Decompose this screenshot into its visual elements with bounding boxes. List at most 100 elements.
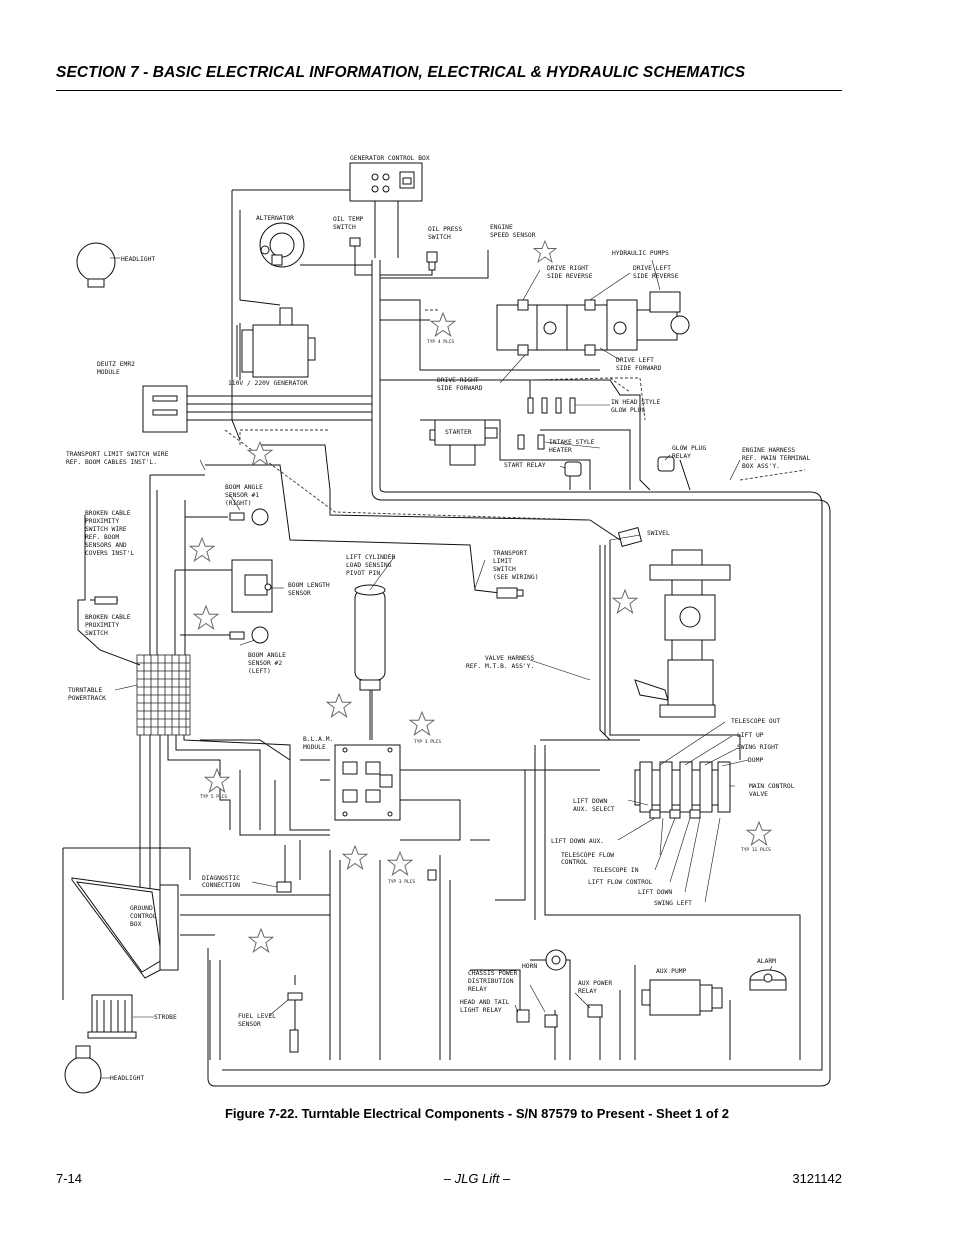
- label-head-tail-relay-2: LIGHT RELAY: [460, 1007, 502, 1014]
- label-transport-limit-2: LIMIT: [493, 558, 512, 565]
- label-head-tail-relay-1: HEAD AND TAIL: [460, 999, 509, 1006]
- label-ground-control-2: CONTROL: [130, 913, 157, 920]
- label-telescope-flow-1: TELESCOPE FLOW: [561, 852, 614, 859]
- label-drive-left-side-reverse-2: SIDE REVERSE: [633, 273, 679, 280]
- label-boom-angle-1-a: BOOM ANGLE: [225, 484, 263, 491]
- label-telescope-in: TELESCOPE IN: [593, 867, 639, 874]
- label-glow-plug-relay-2: RELAY: [672, 453, 691, 460]
- label-headlight-bottom: HEADLIGHT: [110, 1075, 144, 1082]
- label-transport-limit-1: TRANSPORT: [493, 550, 527, 557]
- label-swing-right: SWING RIGHT: [737, 744, 779, 751]
- label-swivel: SWIVEL: [647, 530, 670, 537]
- label-typ-11-plcs: TYP 11 PLCS: [741, 847, 771, 853]
- label-typ-3-plcs-b: TYP 3 PLCS: [388, 879, 415, 885]
- label-broken-cable-wire-1: BROKEN CABLE: [85, 510, 131, 517]
- label-turntable-powertrack-1: TURNTABLE: [68, 687, 102, 694]
- label-lift-up: LIFT UP: [737, 732, 764, 739]
- label-intake-style-heater-2: HEATER: [549, 447, 572, 454]
- label-generator-110-220: 110V / 220V GENERATOR: [228, 380, 308, 387]
- label-lift-down-aux-select-1: LIFT DOWN: [573, 798, 607, 805]
- label-lift-down: LIFT DOWN: [638, 889, 672, 896]
- label-in-head-style-2: GLOW PLUG: [611, 407, 645, 414]
- label-dump: DUMP: [748, 757, 763, 764]
- section-title: SECTION 7 - BASIC ELECTRICAL INFORMATION…: [56, 64, 746, 81]
- label-typ-3-plcs-a: TYP 3 PLCS: [414, 739, 441, 745]
- label-transport-limit-wire-1: TRANSPORT LIMIT SWITCH WIRE: [66, 451, 169, 458]
- label-boom-angle-2-c: (LEFT): [248, 668, 271, 675]
- label-engine-harness-3: BOX ASS'Y.: [742, 463, 780, 470]
- label-lift-flow-control: LIFT FLOW CONTROL: [588, 879, 653, 886]
- label-boom-angle-2-b: SENSOR #2: [248, 660, 282, 667]
- label-broken-cable-switch-1: BROKEN CABLE: [85, 614, 131, 621]
- label-fuel-level-1: FUEL LEVEL: [238, 1013, 276, 1020]
- label-alternator: ALTERNATOR: [256, 215, 294, 222]
- label-boom-length-2: SENSOR: [288, 590, 311, 597]
- label-lift-cylinder-1: LIFT CYLINDER: [346, 554, 395, 561]
- label-broken-cable-wire-5: SENSORS AND: [85, 542, 127, 549]
- label-hydraulic-pumps: HYDRAULIC PUMPS: [612, 250, 669, 257]
- label-boom-angle-1-b: SENSOR #1: [225, 492, 259, 499]
- label-drive-left-side-forward-2: SIDE FORWARD: [616, 365, 662, 372]
- label-typ-5-plcs: TYP 5 PLCS: [200, 794, 227, 800]
- label-boom-angle-1-c: (RIGHT): [225, 500, 252, 507]
- header-divider: [56, 90, 842, 91]
- label-drive-right-side-forward-2: SIDE FORWARD: [437, 385, 483, 392]
- label-chassis-power-1: CHASSIS POWER: [468, 970, 517, 977]
- label-deutz-emr2-1: DEUTZ EMR2: [97, 361, 135, 368]
- label-alarm: ALARM: [757, 958, 776, 965]
- label-fuel-level-2: SENSOR: [238, 1021, 261, 1028]
- label-aux-pump: AUX PUMP: [656, 968, 687, 975]
- label-broken-cable-wire-4: REF. BOOM: [85, 534, 119, 541]
- label-drive-right-side-reverse-2: SIDE REVERSE: [547, 273, 593, 280]
- label-oil-press-switch-1: OIL PRESS: [428, 226, 462, 233]
- label-typ-4-plcs: TYP 4 PLCS: [427, 339, 454, 345]
- label-valve-harness-2: REF. M.T.B. ASS'Y.: [466, 663, 534, 670]
- label-transport-limit-3: SWITCH: [493, 566, 516, 573]
- label-engine-speed-sensor-2: SPEED SENSOR: [490, 232, 536, 239]
- label-telescope-flow-2: CONTROL: [561, 859, 588, 866]
- label-in-head-style-1: IN HEAD STYLE: [611, 399, 660, 406]
- label-oil-temp-switch-2: SWITCH: [333, 224, 356, 231]
- label-swing-left: SWING LEFT: [654, 900, 692, 907]
- label-diagnostic-1: DIAGNOSTIC: [202, 875, 240, 882]
- label-drive-right-side-forward-1: DRIVE RIGHT: [437, 377, 479, 384]
- label-horn: HORN: [522, 963, 537, 970]
- document-number: 3121142: [792, 1171, 842, 1186]
- label-blam-1: B.L.A.M.: [303, 736, 333, 743]
- label-drive-left-side-reverse-1: DRIVE LEFT: [633, 265, 671, 272]
- footer-center-text: – JLG Lift –: [443, 1171, 511, 1186]
- label-transport-limit-4: (SEE WIRING): [493, 574, 539, 581]
- label-boom-angle-2-a: BOOM ANGLE: [248, 652, 286, 659]
- label-aux-power-relay-1: AUX POWER: [578, 980, 612, 987]
- label-broken-cable-wire-3: SWITCH WIRE: [85, 526, 127, 533]
- label-broken-cable-wire-2: PROXIMITY: [85, 518, 119, 525]
- page-number: 7-14: [56, 1171, 83, 1186]
- label-lift-down-aux-select-2: AUX. SELECT: [573, 806, 615, 813]
- label-broken-cable-wire-6: COVERS INST'L: [85, 550, 134, 557]
- label-glow-plug-relay-1: GLOW PLUG: [672, 445, 706, 452]
- label-engine-harness-2: REF. MAIN TERMINAL: [742, 455, 810, 462]
- label-headlight-top: HEADLIGHT: [121, 256, 155, 263]
- label-ground-control-3: BOX: [130, 921, 142, 928]
- label-drive-left-side-forward-1: DRIVE LEFT: [616, 357, 654, 364]
- label-oil-temp-switch-1: OIL TEMP: [333, 216, 364, 223]
- label-turntable-powertrack-2: POWERTRACK: [68, 695, 106, 702]
- label-telescope-out: TELESCOPE OUT: [731, 718, 780, 725]
- label-engine-harness-1: ENGINE HARNESS: [742, 447, 795, 454]
- label-lift-cylinder-2: LOAD SENSING: [346, 562, 392, 569]
- component-labels: GENERATOR CONTROL BOX ALTERNATOR OIL TEM…: [66, 155, 810, 1082]
- label-chassis-power-2: DISTRIBUTION: [468, 978, 514, 985]
- label-aux-power-relay-2: RELAY: [578, 988, 597, 995]
- label-broken-cable-switch-3: SWITCH: [85, 630, 108, 637]
- label-transport-limit-wire-2: REF. BOOM CABLES INST'L.: [66, 459, 157, 466]
- label-strobe: STROBE: [154, 1014, 177, 1021]
- label-valve-harness-1: VALVE HARNESS: [485, 655, 534, 662]
- label-main-control-valve-1: MAIN CONTROL: [749, 783, 795, 790]
- figure-caption: Figure 7-22. Turntable Electrical Compon…: [224, 1106, 729, 1121]
- label-lift-cylinder-3: PIVOT PIN: [346, 570, 380, 577]
- label-ground-control-1: GROUND: [130, 905, 153, 912]
- label-broken-cable-switch-2: PROXIMITY: [85, 622, 119, 629]
- label-blam-2: MODULE: [303, 744, 326, 751]
- label-lift-down-aux: LIFT DOWN AUX.: [551, 838, 604, 845]
